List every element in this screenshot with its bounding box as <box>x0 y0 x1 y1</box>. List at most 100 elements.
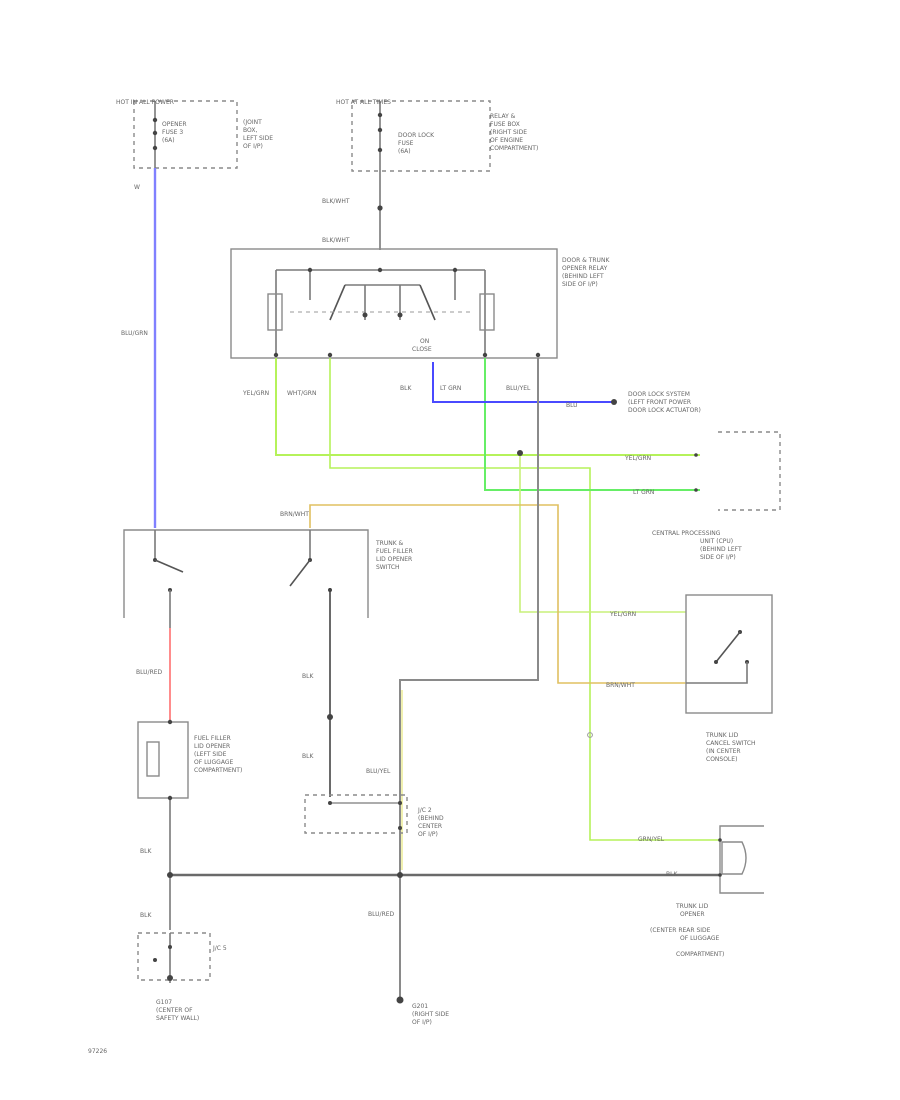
wire-label-wht-grn: WHT/GRN <box>287 390 316 397</box>
junction-connector-2: J/C 2 (BEHIND CENTER OF I/P) <box>304 794 444 838</box>
door-lock-label-2: (LEFT FRONT POWER <box>628 399 691 406</box>
fuse-label-left-3: (6A) <box>162 137 175 144</box>
ground-right-label-2: (RIGHT SIDE <box>412 1011 449 1018</box>
wire-label-blk-bottom: BLK <box>666 871 678 878</box>
ground-left-label-1: G107 <box>156 999 172 1006</box>
fuse-label-right-1: DOOR LOCK <box>398 132 435 139</box>
wire-label-yel-grn: YEL/GRN <box>242 390 269 397</box>
fuel-opener-label-1: FUEL FILLER <box>194 735 231 742</box>
jc5-label: J/C 5 <box>212 945 227 952</box>
relay-label-4: SIDE OF I/P) <box>562 281 598 288</box>
ground-right-label-1: G201 <box>412 1003 428 1010</box>
door-lock-system: DOOR LOCK SYSTEM (LEFT FRONT POWER DOOR … <box>628 391 781 511</box>
fuse-loc-left-3: LEFT SIDE <box>243 135 273 142</box>
jc2-label-3: CENTER <box>418 823 442 830</box>
ground-left-label-3: SAFETY WALL) <box>156 1015 199 1022</box>
wire-label-grn-yel: GRN/YEL <box>638 836 665 843</box>
cpu: CENTRAL PROCESSING UNIT (CPU) (BEHIND LE… <box>652 530 742 561</box>
trunk-switch-label-2: FUEL FILLER <box>376 548 413 555</box>
wire-label-w: W <box>134 184 140 191</box>
fuel-filler-opener: FUEL FILLER LID OPENER (LEFT SIDE OF LUG… <box>137 719 242 801</box>
fuel-opener-label-5: COMPARTMENT) <box>194 767 242 774</box>
trunk-opener-label-1: TRUNK LID <box>675 903 709 910</box>
trunk-opener-label-3: (CENTER REAR SIDE <box>650 927 711 934</box>
jc2-label-2: (BEHIND <box>418 815 444 822</box>
wire-label-blk-fuel-1: BLK <box>140 848 152 855</box>
fuel-opener-label-2: LID OPENER <box>194 743 230 750</box>
cpu-label-4: SIDE OF I/P) <box>700 554 736 561</box>
fuel-opener-label-3: (LEFT SIDE <box>194 751 227 758</box>
wire-label-brn-wht-cancel: BRN/WHT <box>606 682 635 689</box>
wire-label-lt-grn-right: LT GRN <box>633 489 654 496</box>
relay-inner-close: CLOSE <box>412 346 432 353</box>
wire-label-blk-fuel-2: BLK <box>140 912 152 919</box>
wire-label-blu-grn: BLU/GRN <box>121 330 148 337</box>
cancel-switch-label-4: CONSOLE) <box>706 756 737 763</box>
figure-id: 97226 <box>88 1048 107 1055</box>
fuse-label-left-2: FUSE 3 <box>162 129 183 136</box>
fuse-loc-right-1: RELAY & <box>490 113 516 120</box>
cpu-label-1: CENTRAL PROCESSING <box>652 530 721 537</box>
power-header-right: HOT AT ALL TIMES <box>336 99 391 106</box>
fuse-loc-left-4: OF I/P) <box>243 143 263 150</box>
fuse-loc-right-2: FUSE BOX <box>490 121 520 128</box>
grounds: G107 (CENTER OF SAFETY WALL) G201 (RIGHT… <box>156 999 449 1026</box>
power-header-left: HOT IN ALL POWER <box>116 99 174 106</box>
cancel-switch-label-2: CANCEL SWITCH <box>706 740 756 747</box>
wire-label-blk-sw-1: BLK <box>302 673 314 680</box>
trunk-switch-label-1: TRUNK & <box>375 540 404 547</box>
fuse-label-right-2: FUSE <box>398 140 414 147</box>
fuse-loc-right-3: (RIGHT SIDE <box>490 129 527 136</box>
wire-label-blu-yel: BLU/YEL <box>506 385 531 392</box>
trunk-opener-label-2: OPENER <box>680 911 705 918</box>
fuse-loc-right-5: COMPARTMENT) <box>490 145 538 152</box>
trunk-switch-label-4: SWITCH <box>376 564 400 571</box>
wire-label-blk-sw-2: BLK <box>302 753 314 760</box>
cancel-switch-label-3: (IN CENTER <box>706 748 741 755</box>
wire-label-brn-wht: BRN/WHT <box>280 511 309 518</box>
relay-label-2: OPENER RELAY <box>562 265 608 272</box>
ground-right-label-3: OF I/P) <box>412 1019 432 1026</box>
cancel-switch-label-1: TRUNK LID <box>705 732 739 739</box>
fuse-loc-left-1: (JOINT <box>243 119 262 126</box>
trunk-switch-label-3: LID OPENER <box>376 556 412 563</box>
relay-label-3: (BEHIND LEFT <box>562 273 604 280</box>
wire-labels: BLU/GRN YEL/GRN WHT/GRN BLK LT GRN BLU/Y… <box>121 330 678 919</box>
wire-label-blu-stub: BLU <box>566 402 578 409</box>
fuse-box-left: HOT IN ALL POWER OPENER FUSE 3 (6A) (JOI… <box>116 99 273 191</box>
wire-label-blk-wht-2: BLK/WHT <box>322 237 350 244</box>
trunk-lid-cancel-switch: TRUNK LID CANCEL SWITCH (IN CENTER CONSO… <box>685 594 773 763</box>
wire-label-yel-grn-right: YEL/GRN <box>624 455 651 462</box>
relay-inner-on: ON <box>420 338 429 345</box>
wire-label-blu-red: BLU/RED <box>136 669 163 676</box>
cpu-label-3: (BEHIND LEFT <box>700 546 742 553</box>
fuse-label-left-1: OPENER <box>162 121 187 128</box>
door-trunk-relay: ON CLOSE DOOR & TRUNK OPENER RELAY (BEHI… <box>230 248 610 359</box>
wire-label-blu-red-bottom: BLU/RED <box>368 911 395 918</box>
junction-connector-5: J/C 5 <box>137 932 227 983</box>
trunk-lid-opener: TRUNK LID OPENER (CENTER REAR SIDE OF LU… <box>650 825 764 958</box>
relay-label-1: DOOR & TRUNK <box>562 257 610 264</box>
trunk-opener-label-5: COMPARTMENT) <box>676 951 724 958</box>
trunk-opener-label-4: OF LUGGAGE <box>680 935 719 942</box>
wire-label-blk-wht-1: BLK/WHT <box>322 198 350 205</box>
fuse-loc-right-4: OF ENGINE <box>490 137 523 144</box>
fuse-loc-left-2: BOX, <box>243 127 257 134</box>
wire-label-blk-1: BLK <box>400 385 412 392</box>
ground-left-label-2: (CENTER OF <box>156 1007 193 1014</box>
trunk-fuel-switch: TRUNK & FUEL FILLER LID OPENER SWITCH <box>123 529 413 628</box>
jc2-label-4: OF I/P) <box>418 831 438 838</box>
door-lock-label-3: DOOR LOCK ACTUATOR) <box>628 407 701 414</box>
cpu-label-2: UNIT (CPU) <box>700 538 733 545</box>
fuel-opener-label-4: OF LUGGAGE <box>194 759 233 766</box>
door-lock-label-1: DOOR LOCK SYSTEM <box>628 391 690 398</box>
wires <box>153 168 720 1004</box>
fuse-label-right-3: (6A) <box>398 148 411 155</box>
wire-label-blu-yel-lower: BLU/YEL <box>366 768 391 775</box>
fuse-box-right: HOT AT ALL TIMES DOOR LOCK FUSE (6A) REL… <box>322 99 538 250</box>
jc2-label-1: J/C 2 <box>417 807 432 814</box>
wire-label-yel-grn-cpu: YEL/GRN <box>609 611 636 618</box>
wire-label-lt-grn-1: LT GRN <box>440 385 461 392</box>
